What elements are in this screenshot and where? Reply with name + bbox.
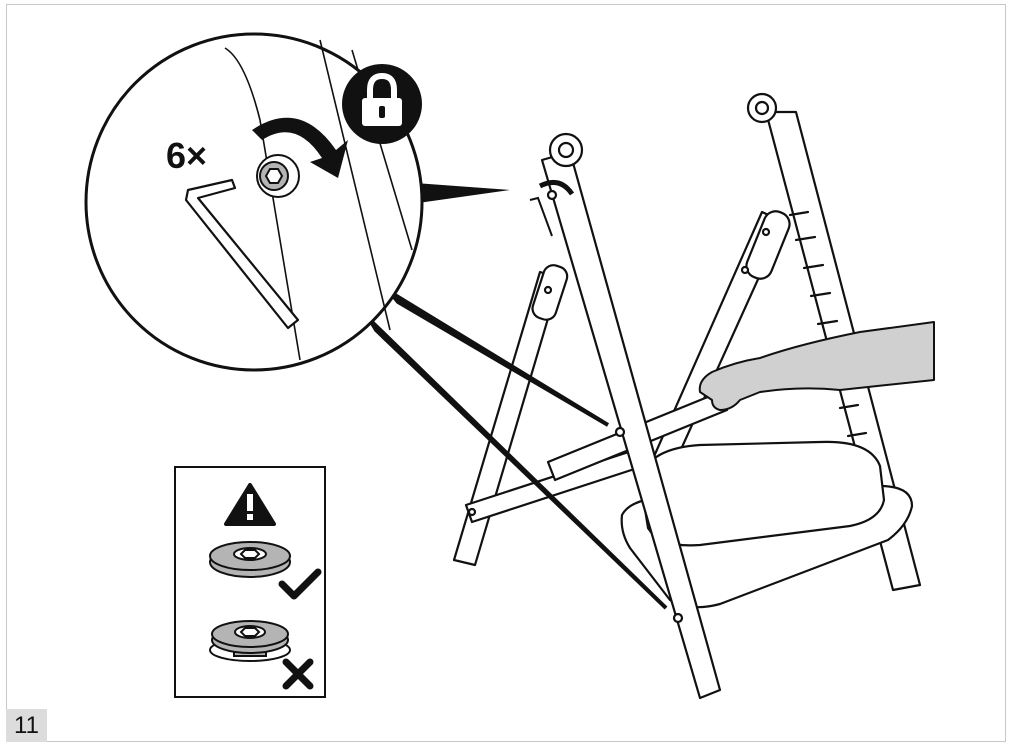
rotate-arrow-icon	[252, 117, 348, 178]
warning-box	[174, 466, 326, 698]
high-chair-drawing	[452, 92, 922, 700]
right-top-knob-inner	[754, 100, 770, 116]
cross-icon	[282, 658, 314, 690]
small-rotate-arrow-icon	[538, 179, 575, 196]
callout-bolt	[256, 154, 300, 198]
callout-pointer-bottom	[368, 318, 668, 610]
front-left-upright	[540, 150, 722, 700]
incorrect-bolt	[209, 620, 291, 662]
callout-pointer-top	[415, 183, 510, 203]
step-number: 11	[6, 709, 47, 742]
frame-bolts	[467, 189, 771, 624]
correct-bolt	[209, 541, 291, 578]
zoom-callout	[84, 32, 424, 372]
hardware-count-label: 6×	[166, 135, 208, 176]
small-allen-key-icon	[529, 196, 553, 237]
check-icon	[278, 568, 322, 600]
hand-drawing	[698, 321, 935, 411]
allen-key-icon	[184, 178, 300, 330]
warning-icon	[224, 483, 276, 526]
upright-plate-right	[745, 210, 791, 280]
left-top-knob-inner	[557, 141, 575, 159]
callout-pointer-middle	[388, 290, 610, 427]
lock-icon	[342, 64, 422, 144]
